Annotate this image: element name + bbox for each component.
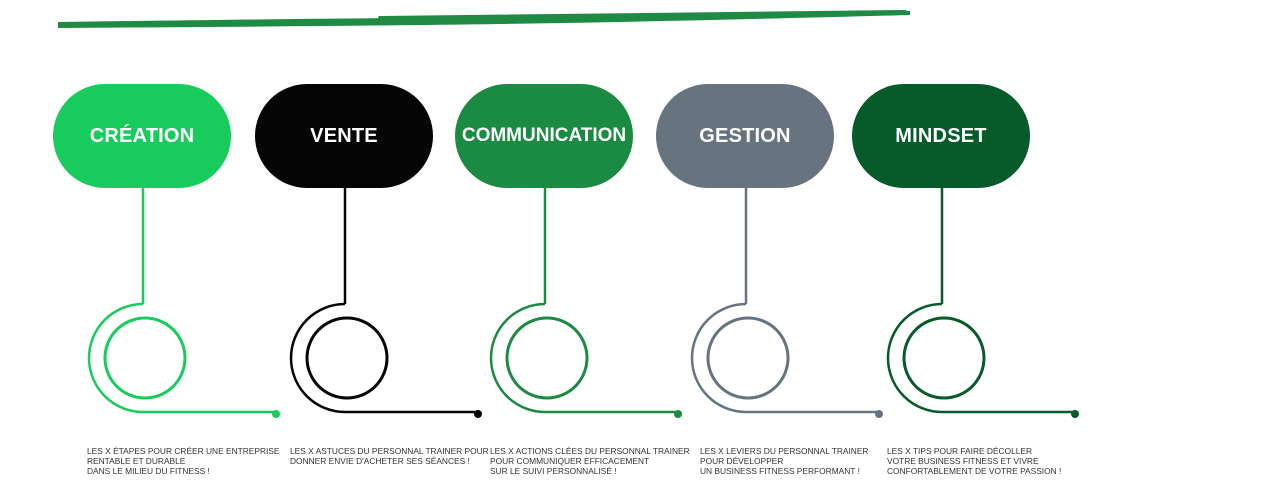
- connector-graphic: [690, 188, 883, 418]
- step-mindset: MINDSET LES X TIPS POUR FAIRE DÉCOLLER V…: [852, 0, 1079, 500]
- step-description: LES X TIPS POUR FAIRE DÉCOLLER VOTRE BUS…: [887, 446, 1062, 476]
- end-dot-marker: [272, 410, 280, 418]
- step-description: LES X LEVIERS DU PERSONNAL TRAINER POUR …: [700, 446, 869, 476]
- circle-node: [505, 316, 589, 400]
- step-creation: CRÉATION LES X ÉTAPES POUR CRÉER UNE ENT…: [53, 0, 280, 500]
- connector-graphic: [87, 188, 280, 418]
- step-vente: VENTE LES X ASTUCES DU PERSONNAL TRAINER…: [255, 0, 489, 500]
- connector-graphic: [289, 188, 482, 418]
- step-communication: COMMUNICATION LES X ACTIONS CLÉES DU PER…: [455, 0, 690, 500]
- circle-node: [305, 316, 389, 400]
- circle-node: [103, 316, 187, 400]
- end-dot-marker: [674, 410, 682, 418]
- step-description: LES X ASTUCES DU PERSONNAL TRAINER POUR …: [290, 446, 489, 466]
- circle-node: [706, 316, 790, 400]
- connector-graphic: [886, 188, 1079, 418]
- step-pill-button[interactable]: CRÉATION: [53, 84, 231, 188]
- step-pill-button[interactable]: COMMUNICATION: [455, 84, 633, 188]
- step-pill-button[interactable]: VENTE: [255, 84, 433, 188]
- end-dot-marker: [1071, 410, 1079, 418]
- end-dot-marker: [875, 410, 883, 418]
- step-pill-button[interactable]: MINDSET: [852, 84, 1030, 188]
- step-pill-button[interactable]: GESTION: [656, 84, 834, 188]
- end-dot-marker: [474, 410, 482, 418]
- step-gestion: GESTION LES X LEVIERS DU PERSONNAL TRAIN…: [656, 0, 883, 500]
- connector-graphic: [489, 188, 682, 418]
- step-description: LES X ACTIONS CLÉES DU PERSONNAL TRAINER…: [490, 446, 690, 476]
- step-description: LES X ÉTAPES POUR CRÉER UNE ENTREPRISE R…: [87, 446, 280, 476]
- circle-node: [902, 316, 986, 400]
- green-brush-stroke: [58, 10, 910, 28]
